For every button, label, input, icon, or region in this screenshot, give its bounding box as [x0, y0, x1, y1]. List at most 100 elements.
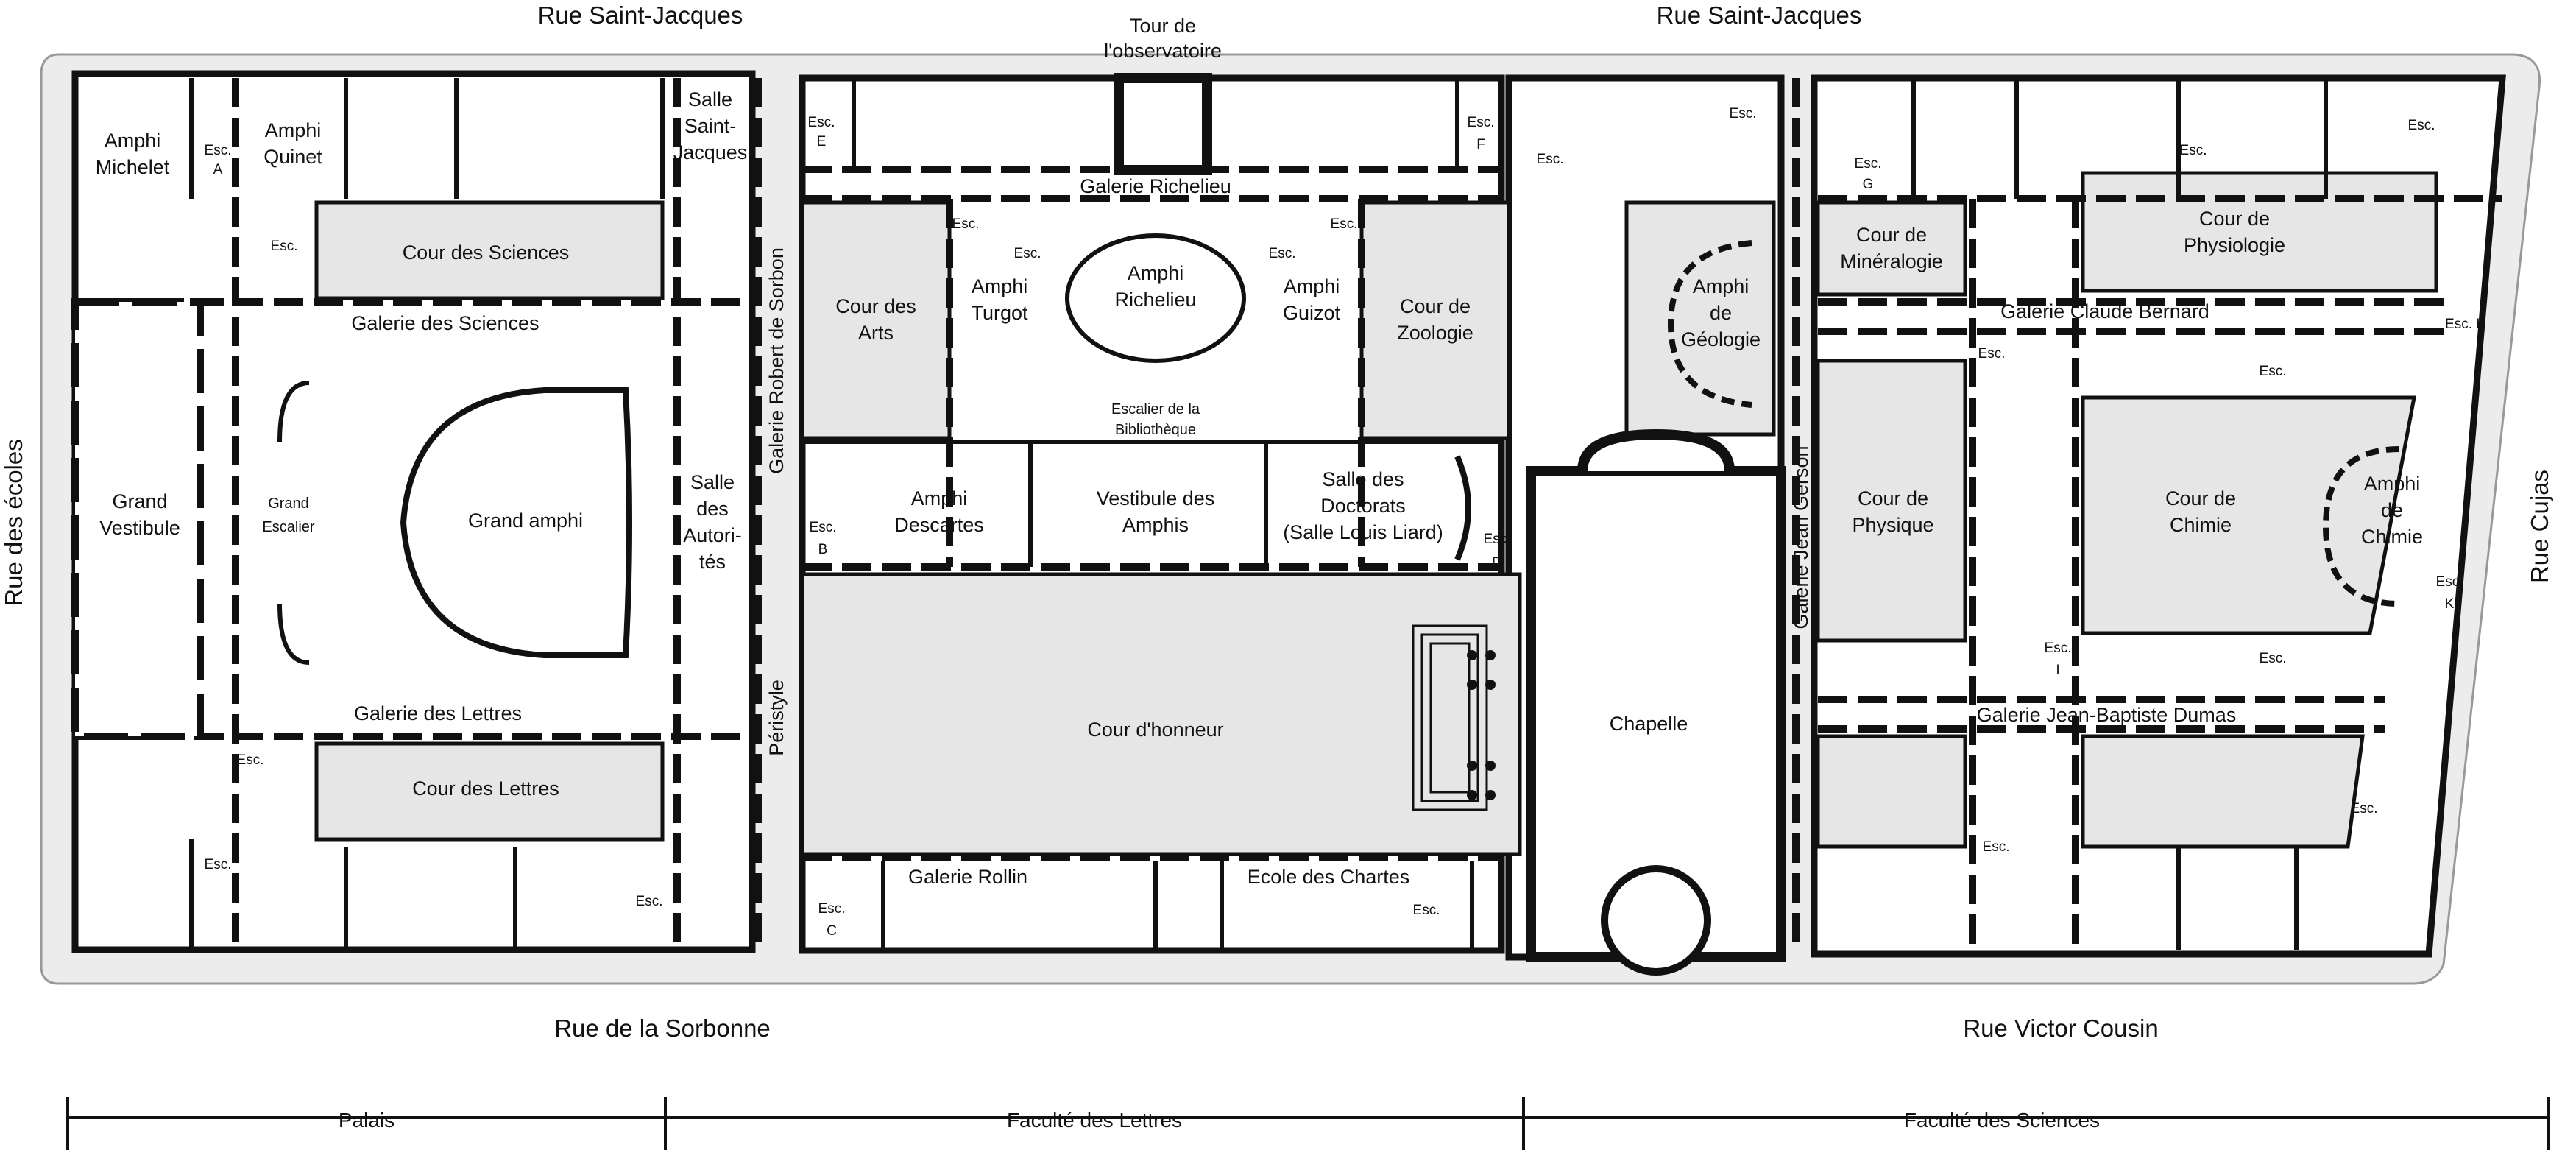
peristyle-columns: [1467, 650, 1496, 800]
stair-esc-11: Esc.: [2260, 364, 2287, 379]
zone-sciences: Faculté des Sciences: [1904, 1109, 2100, 1132]
amphi-michelet-2: Michelet: [96, 156, 170, 178]
amphi-richelieu-1: Amphi: [1128, 262, 1184, 284]
galerie-dumas-label: Galerie Jean-Baptiste Dumas: [1977, 704, 2237, 726]
zone-bar: [66, 1097, 2550, 1150]
ecole-chartes-label: Ecole des Chartes: [1248, 866, 1410, 888]
stair-a-label: Esc.: [205, 143, 232, 158]
stair-e-letter: E: [817, 134, 827, 149]
peristyle-steps: [1412, 624, 1488, 811]
cour-mineralogie-1: Cour de: [1856, 224, 1927, 246]
cour-arts-1: Cour des: [835, 295, 916, 317]
galerie-claude-bernard-label: Galerie Claude Bernard: [2000, 300, 2209, 322]
amphi-chimie-3: Chimie: [2361, 526, 2423, 548]
stair-esc-15: Esc.: [636, 894, 663, 909]
grand-escalier-curve: [277, 381, 310, 665]
cour-physiologie-1: Cour de: [2199, 208, 2270, 230]
salle-autorites-2: des: [696, 498, 729, 520]
stair-b-label: Esc.: [810, 520, 837, 535]
amphi-turgot-1: Amphi: [972, 275, 1028, 297]
amphi-quinet-1: Amphi: [265, 119, 322, 141]
amphi-chimie-2: de: [2381, 499, 2403, 521]
vestibule-amphis-2: Amphis: [1122, 514, 1189, 536]
stair-esc-18: Esc.: [2351, 801, 2378, 816]
stair-e-label: Esc.: [808, 115, 835, 130]
stair-esc-6: Esc.: [1537, 152, 1564, 167]
stair-esc-10: Esc.: [1978, 346, 2006, 361]
amphi-turgot-2: Turgot: [971, 302, 1028, 324]
salle-doctorats-1: Salle des: [1322, 468, 1404, 490]
peristyle-label: Péristyle: [765, 680, 788, 756]
stair-f-label: Esc.: [1468, 115, 1495, 130]
tower-label-1: Tour de: [1130, 15, 1196, 37]
stair-esc-8: Esc.: [2180, 143, 2207, 158]
courtyard-physique: [1816, 359, 1967, 643]
courtyard-physiologie: [2081, 171, 2438, 293]
street-north-left: Rue Saint-Jacques: [538, 1, 743, 29]
observatory-tower: [1114, 73, 1212, 175]
amphi-michelet-1: Amphi: [105, 130, 161, 152]
cour-physique-2: Physique: [1852, 514, 1933, 536]
cour-honneur-label: Cour d'honneur: [1087, 719, 1223, 741]
galerie-sciences-label: Galerie des Sciences: [351, 312, 539, 334]
stair-i-letter: I: [2056, 663, 2059, 678]
grand-escalier-2: Escalier: [262, 519, 314, 535]
tower-label-2: l'observatoire: [1104, 40, 1222, 62]
stair-g-label: Esc.: [1855, 156, 1882, 172]
stair-h-label: Esc. H: [2445, 317, 2486, 332]
courtyard-mineralogie: [1816, 200, 1967, 297]
amphi-chimie-1: Amphi: [2364, 473, 2421, 495]
amphi-quinet-2: Quinet: [263, 146, 322, 168]
salle-autorites-3: Autori-: [683, 524, 742, 546]
grand-vestibule-2: Vestibule: [99, 517, 180, 539]
amphi-guizot-2: Guizot: [1283, 302, 1341, 324]
galerie-richelieu-label: Galerie Richelieu: [1080, 175, 1231, 197]
escalier-bibliotheque-1: Escalier de la: [1111, 401, 1200, 417]
galerie-rollin-label: Galerie Rollin: [908, 866, 1027, 888]
salle-autorites-1: Salle: [690, 471, 735, 493]
cour-chimie-1: Cour de: [2165, 487, 2236, 509]
stair-d-label: Esc.: [1484, 532, 1511, 547]
courtyard-chimie: [2081, 395, 2417, 635]
stair-esc-4: Esc.: [1269, 246, 1296, 261]
stair-f-letter: F: [1476, 137, 1485, 152]
street-west: Rue des écoles: [0, 439, 27, 606]
zone-lettres: Faculté des Lettres: [1007, 1109, 1182, 1132]
stair-k-label: Esc.: [2436, 574, 2463, 590]
amphi-descartes-1: Amphi: [911, 487, 968, 509]
amphi-geologie-1: Amphi: [1693, 275, 1749, 297]
chapelle-structure: [1526, 428, 1786, 976]
amphi-descartes-2: Descartes: [894, 514, 984, 536]
cour-arts-2: Arts: [858, 322, 894, 344]
stair-c-label: Esc.: [818, 901, 846, 917]
salle-saint-jacques-2: Saint-: [684, 115, 737, 137]
galerie-robert-sorbon-label: Galerie Robert de Sorbon: [765, 247, 788, 474]
stair-esc-17: Esc.: [1983, 839, 2010, 855]
chapelle-label: Chapelle: [1610, 713, 1688, 735]
cour-chimie-2: Chimie: [2170, 514, 2232, 536]
stair-esc-7: Esc.: [1730, 106, 1757, 121]
street-east: Rue Cujas: [2526, 470, 2553, 583]
vestibule-amphis-1: Vestibule des: [1097, 487, 1215, 509]
amphi-guizot-1: Amphi: [1284, 275, 1340, 297]
room-partitions: [189, 78, 2328, 950]
cour-zoologie-1: Cour de: [1400, 295, 1471, 317]
stair-esc-5: Esc.: [1331, 216, 1358, 232]
salle-doctorats-2: Doctorats: [1320, 495, 1406, 517]
amphi-geologie-outline: [1667, 240, 1752, 408]
grand-vestibule: [71, 298, 204, 740]
salle-autorites-4: tés: [699, 551, 726, 573]
zone-palais: Palais: [339, 1109, 394, 1132]
stair-esc-2: Esc.: [952, 216, 980, 232]
stair-c-letter: C: [827, 923, 837, 939]
cour-physique-1: Cour de: [1858, 487, 1928, 509]
galerie-lettres-label: Galerie des Lettres: [354, 702, 522, 724]
courtyard-honneur: [800, 572, 1522, 856]
street-north-right: Rue Saint-Jacques: [1657, 1, 1862, 29]
courtyard-se-2: [2081, 734, 2365, 849]
stair-esc-12: Esc.: [2260, 651, 2287, 666]
corridor-walls: [75, 78, 2502, 950]
amphi-geologie-3: Géologie: [1681, 328, 1761, 350]
courtyard-geologie: [1624, 200, 1776, 437]
